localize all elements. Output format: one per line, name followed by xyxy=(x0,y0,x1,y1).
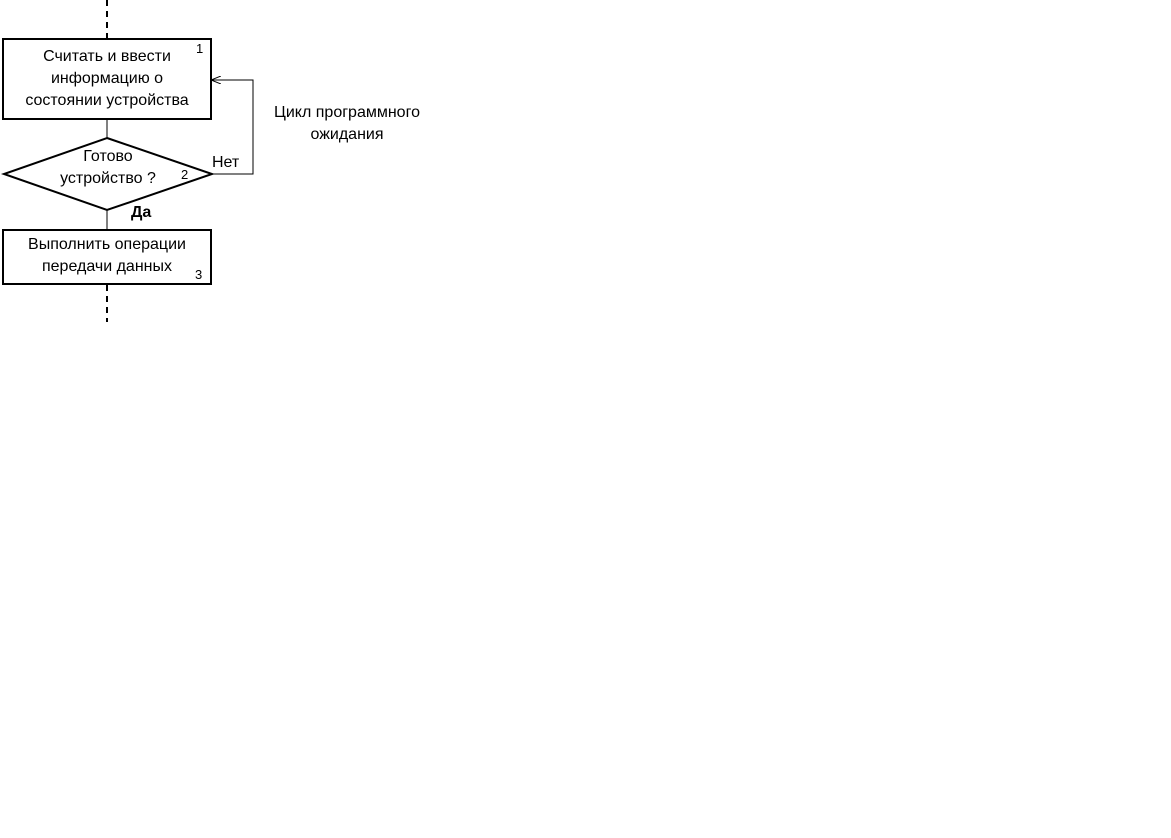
loop-caption-line-2: ожидания xyxy=(310,126,384,143)
no-branch-label: Нет xyxy=(212,154,240,171)
decision-line-2: устройство ? xyxy=(4,168,212,190)
block1-line-2: информацию о xyxy=(50,70,164,87)
block1-line-1: Считать и ввести xyxy=(43,48,171,65)
block3-number: 3 xyxy=(195,267,203,282)
decision-question: устройство ? xyxy=(60,170,156,187)
loop-caption-line-1: Цикл программного xyxy=(274,104,420,121)
yes-branch-label: Да xyxy=(131,204,152,221)
block1-number: 1 xyxy=(196,41,204,56)
decision-line-1: Готово xyxy=(83,148,133,165)
loop-caption: Цикл программного ожидания xyxy=(252,102,442,146)
decision-2-text: Готово устройство ? xyxy=(4,146,212,190)
process-block-3 xyxy=(2,229,212,285)
block3-line-2: передачи данных xyxy=(41,258,172,275)
process-block-1 xyxy=(2,38,212,120)
block1-line-3: состоянии устройства xyxy=(25,92,189,109)
process-block-1-text: Считать и ввести информацию о состоянии … xyxy=(3,46,211,112)
process-block-3-text: Выполнить операции передачи данных xyxy=(3,234,211,278)
block3-line-1: Выполнить операции xyxy=(28,236,186,253)
loop-back-arrow xyxy=(212,80,254,175)
decision-number: 2 xyxy=(181,167,189,182)
